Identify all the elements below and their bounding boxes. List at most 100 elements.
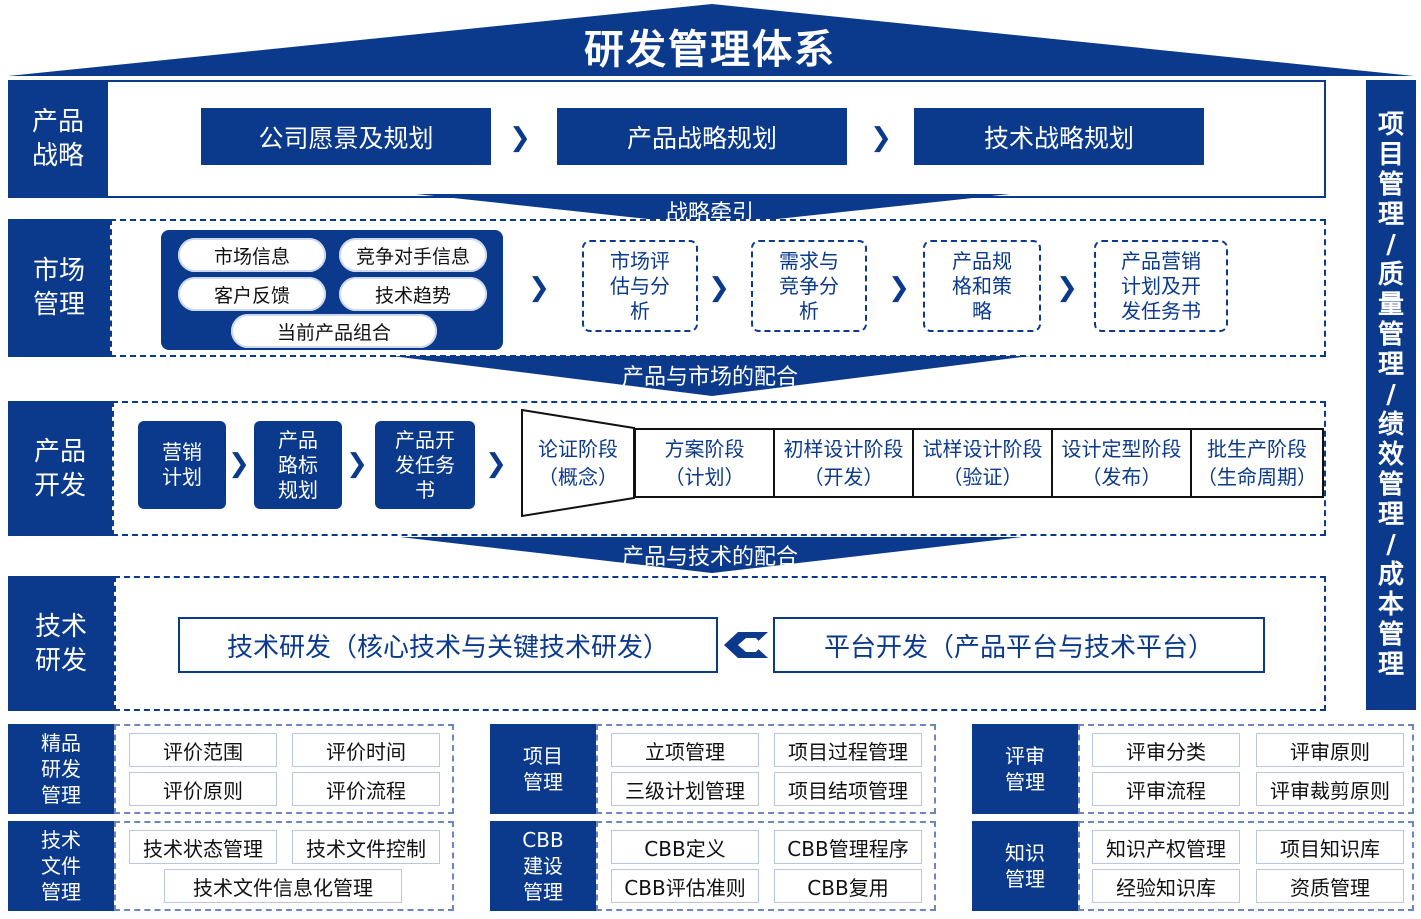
bottom-label-tech-docs: 技术文件管理 [8,821,114,911]
phase-2: 方案阶段 （计划） [634,430,773,496]
technology-label-text: 技术研发 [34,611,87,676]
arrow-right-icon: ❯ [228,449,250,479]
connector-market-label: 产品与市场的配合 [621,365,798,390]
bottom-cell: 评审裁剪原则 [1256,772,1404,806]
phase-3: 初样设计阶段 （开发） [773,430,912,496]
side-bar: 项目管理/质量管理/绩效管理/成本管理 [1366,80,1416,710]
arrow-right-icon: ❯ [870,123,892,153]
dev-step-roadmap: 产品路标规划 [254,421,342,509]
arrow-right-icon: ❯ [485,449,507,479]
page-title: 研发管理体系 [584,27,836,73]
bottom-cell: CBB评估准则 [611,869,759,903]
phase-funnel-outline [521,408,635,518]
bottom-label-4-text: 技术文件管理 [41,828,81,904]
market-step-1: 市场评估与分析 [582,240,698,332]
tech-platform-dev: 平台开发（产品平台与技术平台） [773,617,1265,673]
market-step-1-text: 市场评估与分析 [610,248,670,323]
bottom-cell: CBB复用 [774,869,922,903]
connector-funnel [392,356,1030,396]
market-input-info: 市场信息 [178,238,326,272]
bottom-cell: 项目知识库 [1256,830,1404,864]
bottom-cell: 评审原则 [1256,733,1404,767]
market-step-4: 产品营销计划及开发任务书 [1094,240,1228,332]
phase-4-sub: （验证） [942,465,1023,489]
tech-core-research: 技术研发（核心技术与关键技术研发） [178,617,718,673]
bottom-cell: 技术状态管理 [129,830,277,864]
bottom-cell: 评价流程 [292,772,440,806]
bottom-label-5-text: CBB建设管理 [522,828,564,904]
phase-3-sub: （开发） [803,465,884,489]
phase-5-name: 设计定型阶段 [1061,437,1182,461]
bottom-cell: 资质管理 [1256,869,1404,903]
connector-funnel [400,537,1022,573]
bottom-cell: 技术文件控制 [292,830,440,864]
phase-4: 试样设计阶段 （验证） [912,430,1051,496]
phase-5-sub: （发布） [1081,465,1162,489]
dev-step-task-book: 产品开发任务书 [375,421,475,509]
bottom-label-review: 评审管理 [972,724,1078,814]
phase-2-name: 方案阶段 [664,437,745,461]
dev-step-1-text: 营销计划 [162,440,202,489]
bottom-label-quality-rd: 精品研发管理 [8,724,114,814]
roof-banner [8,4,1414,76]
bottom-cell: 评价范围 [129,733,277,767]
technology-label: 技术研发 [8,576,114,711]
development-label: 产品开发 [8,401,112,536]
arrow-right-icon: ❯ [509,123,531,153]
bottom-label-1-text: 精品研发管理 [41,731,81,807]
market-input-competitor: 竞争对手信息 [339,238,487,272]
dev-step-3-text: 产品开发任务书 [395,427,455,502]
market-step-3-text: 产品规格和策略 [952,248,1012,323]
phase-5: 设计定型阶段 （发布） [1051,430,1190,496]
connector-development-label: 产品与技术的配合 [621,545,798,570]
phase-1-sub: （概念） [538,465,618,489]
bottom-cell: 评价时间 [292,733,440,767]
phase-4-name: 试样设计阶段 [922,437,1043,461]
phase-1-name: 论证阶段 [538,437,618,461]
phase-6-name: 批生产阶段 [1207,437,1307,461]
arrow-right-icon: ❯ [708,273,730,303]
market-step-2-text: 需求与竞争分析 [779,248,839,323]
bottom-label-2-text: 项目管理 [523,744,563,794]
market-step-4-text: 产品营销计划及开发任务书 [1121,248,1201,323]
strategy-item-tech: 技术战略规划 [914,108,1204,165]
strategy-label-text: 产品战略 [31,107,84,171]
dev-step-2-text: 产品路标规划 [278,427,318,502]
connector-funnel [416,194,1010,226]
dev-step-marketing-plan: 营销计划 [138,421,226,509]
bottom-cell: 评价原则 [129,772,277,806]
market-input-portfolio: 当前产品组合 [231,314,437,348]
arrow-right-icon: ❯ [528,273,550,303]
arrow-right-icon: ❯ [346,449,368,479]
double-arrow-icon [724,632,768,658]
phase-3-name: 初样设计阶段 [783,437,904,461]
bottom-cell: 评审分类 [1092,733,1240,767]
arrow-right-icon: ❯ [1056,273,1078,303]
bottom-cell: 项目结项管理 [774,772,922,806]
bottom-cell: 知识产权管理 [1092,830,1240,864]
strategy-label: 产品战略 [8,80,108,198]
bottom-cell: 经验知识库 [1092,869,1240,903]
bottom-cell: 项目过程管理 [774,733,922,767]
market-step-3: 产品规格和策略 [923,240,1041,332]
bottom-label-knowledge: 知识管理 [972,821,1078,911]
bottom-cell: 技术文件信息化管理 [164,869,402,903]
bottom-cell: 评审流程 [1092,772,1240,806]
bottom-label-3-text: 评审管理 [1005,744,1045,794]
market-input-feedback: 客户反馈 [178,277,326,311]
market-label: 市场管理 [8,219,110,357]
bottom-label-project: 项目管理 [490,724,596,814]
bottom-cell: 立项管理 [611,733,759,767]
bottom-cell: 三级计划管理 [611,772,759,806]
market-label-text: 市场管理 [32,256,85,320]
strategy-item-product: 产品战略规划 [557,108,847,165]
market-step-2: 需求与竞争分析 [751,240,867,332]
phase-2-sub: （计划） [664,465,745,489]
bottom-label-6-text: 知识管理 [1005,841,1045,891]
development-label-text: 产品开发 [33,436,86,501]
phase-6-sub: （生命周期） [1197,465,1317,489]
bottom-label-cbb: CBB建设管理 [490,821,596,911]
bottom-cell: CBB管理程序 [774,830,922,864]
market-input-trend: 技术趋势 [339,277,487,311]
phase-strip [634,428,1324,498]
